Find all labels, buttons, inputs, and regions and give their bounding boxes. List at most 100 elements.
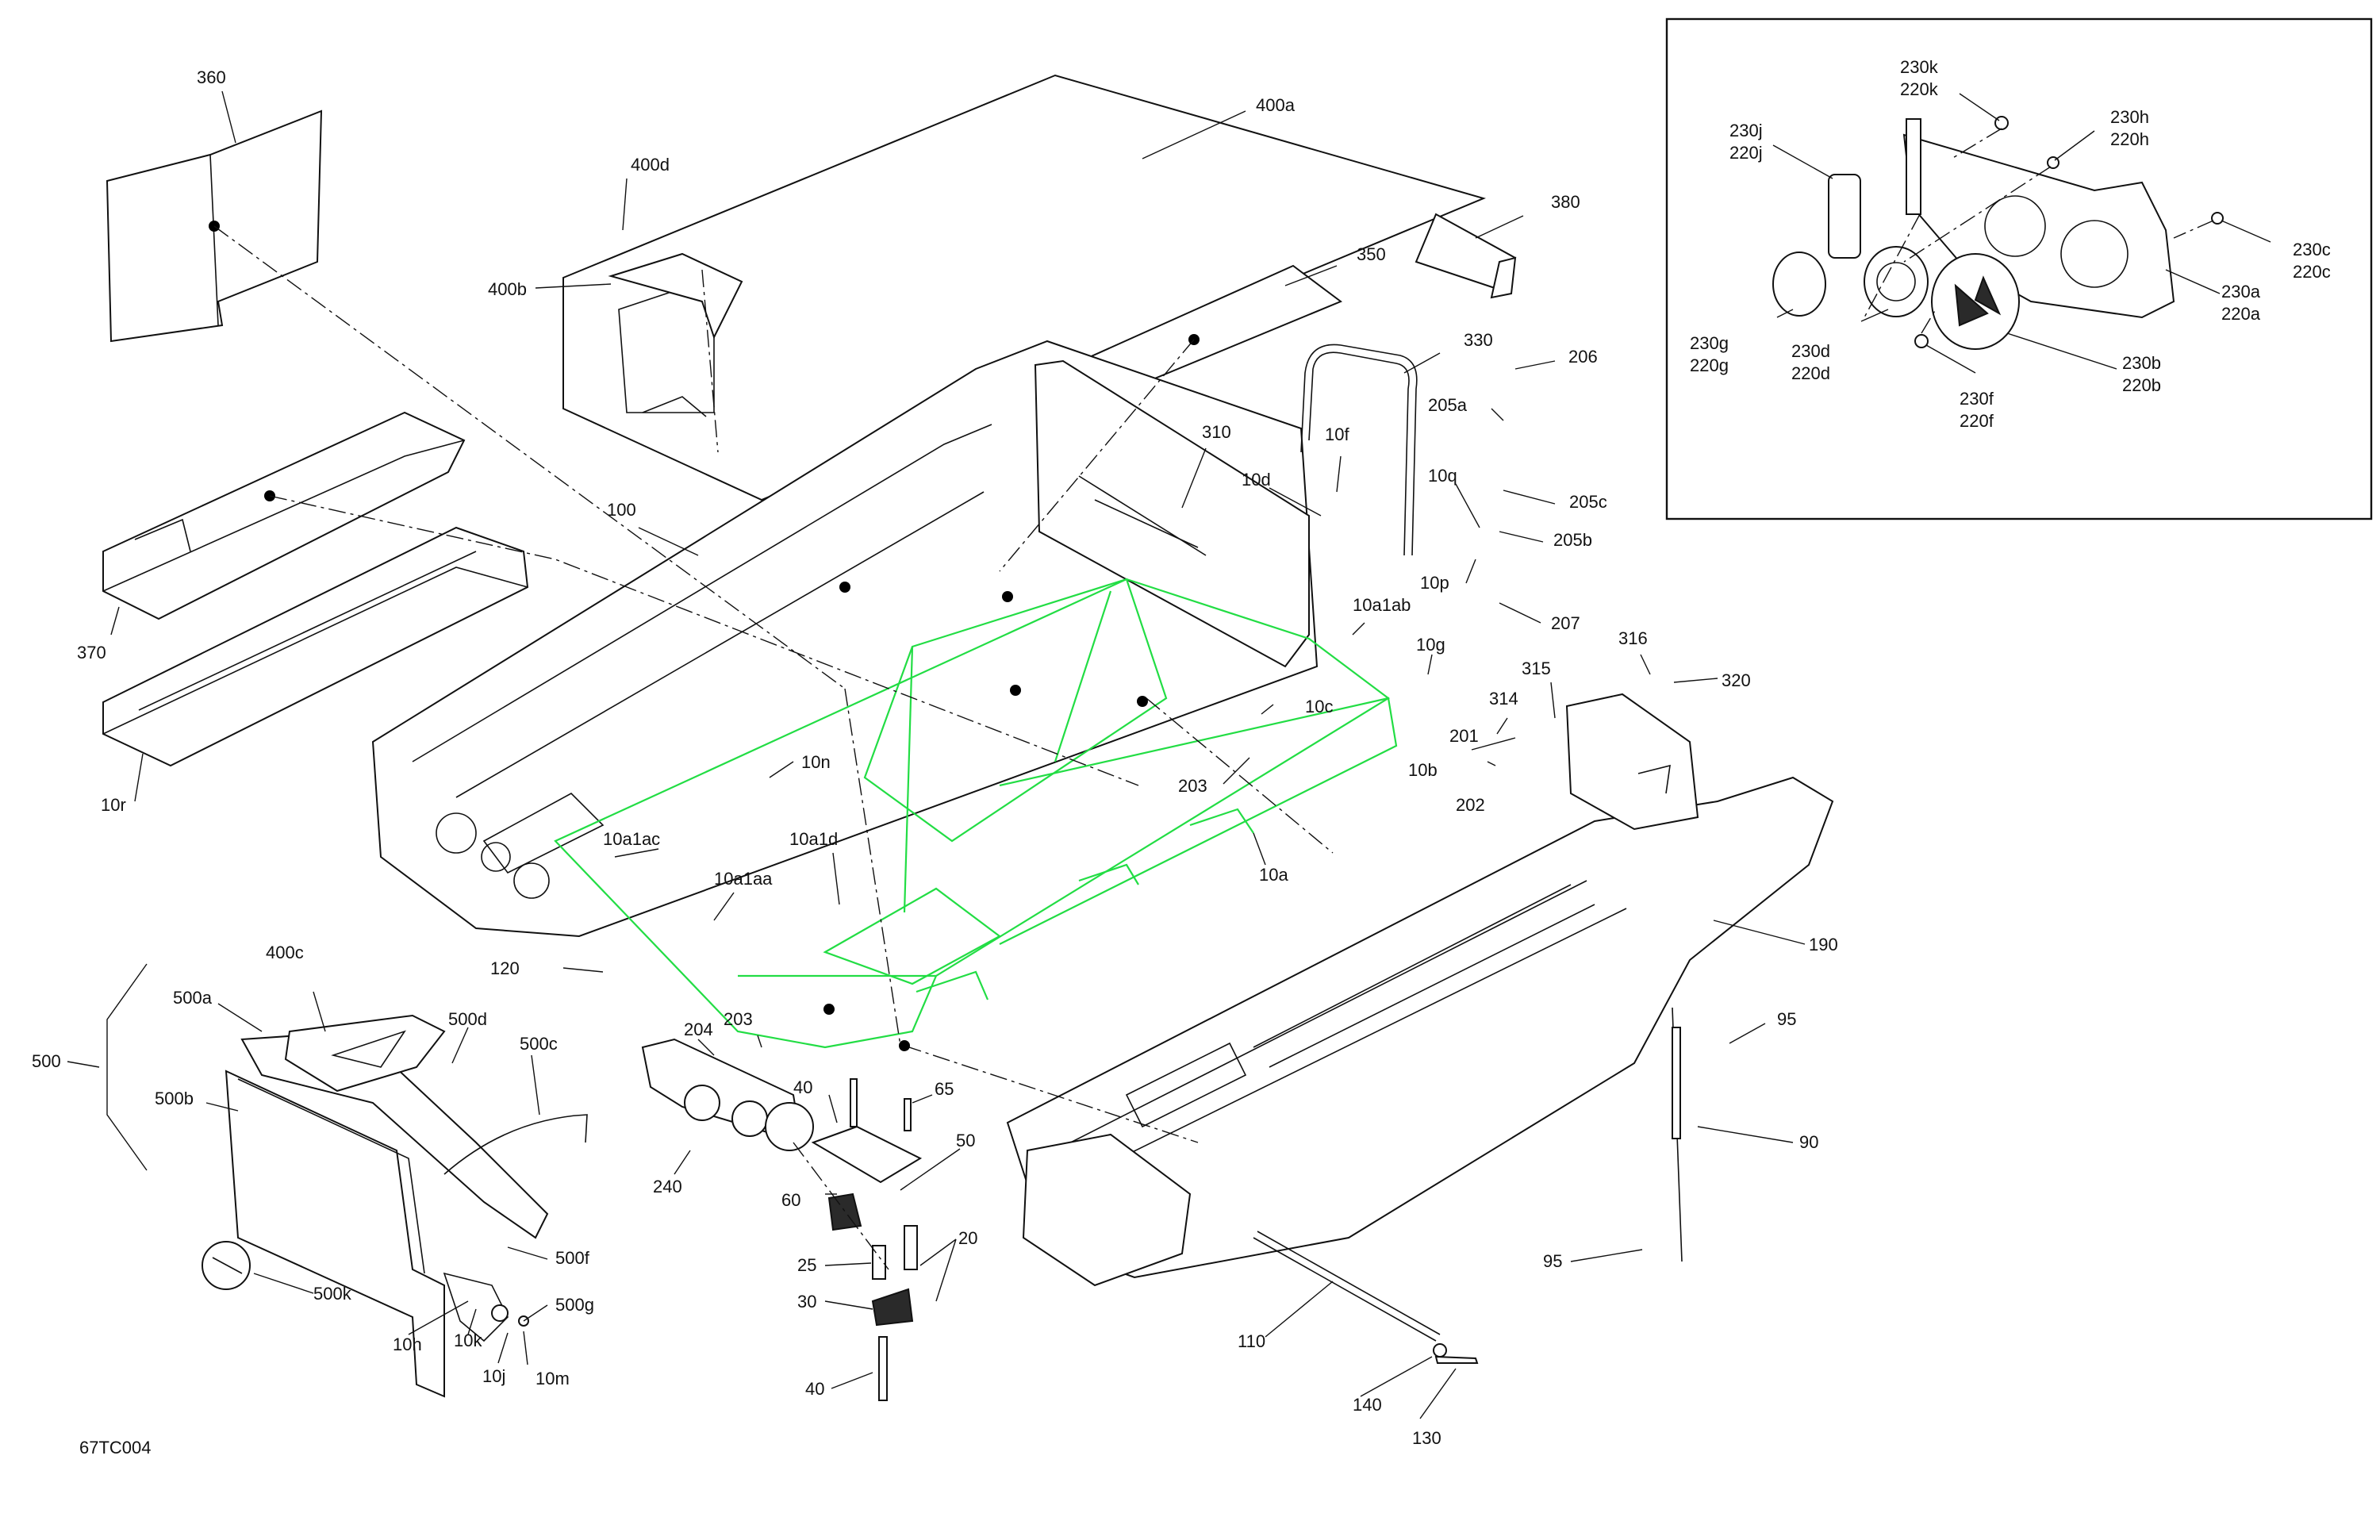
callout-314: 314 (1489, 689, 1518, 709)
callout-203: 203 (1178, 776, 1207, 796)
callout-190: 190 (1809, 935, 1838, 954)
callout-400c: 400c (266, 943, 304, 962)
callout-10m: 10m (536, 1369, 570, 1388)
callout-207: 207 (1551, 613, 1580, 633)
part-60-plate (811, 1125, 923, 1184)
callout-370: 370 (77, 643, 106, 662)
callout-100: 100 (607, 500, 636, 520)
callout-400d: 400d (631, 155, 670, 175)
lamp-assembly-inset (1772, 116, 2224, 350)
part-330-handle (1308, 351, 1410, 556)
callout-230h: 230h (2110, 107, 2149, 127)
callout-230k: 230k (1900, 57, 1939, 77)
part-40-bolt (878, 1336, 888, 1401)
callout-230g: 230g (1690, 333, 1729, 353)
callout-10j: 10j (482, 1366, 505, 1386)
callout-220a: 220a (2221, 304, 2261, 324)
callout-350: 350 (1357, 244, 1386, 264)
callout-320: 320 (1722, 670, 1751, 690)
callout-202: 202 (1456, 795, 1485, 815)
callout-10f: 10f (1325, 424, 1349, 444)
callout-220j: 220j (1729, 143, 1763, 163)
callout-220h: 220h (2110, 129, 2149, 149)
callout-500a: 500a (173, 988, 213, 1008)
callout-10p: 10p (1420, 573, 1449, 593)
part-25-spacer (872, 1245, 886, 1280)
callout-201: 201 (1449, 726, 1479, 746)
callout-316: 316 (1618, 628, 1648, 648)
callout-220g: 220g (1690, 355, 1729, 375)
inset-frame (1665, 17, 2373, 520)
callout-10a1ab: 10a1ab (1353, 595, 1411, 615)
callout-30: 30 (797, 1292, 816, 1311)
callout-206: 206 (1568, 347, 1598, 367)
callout-310: 310 (1202, 422, 1231, 442)
callout-230f: 230f (1960, 389, 1994, 409)
callout-315: 315 (1522, 659, 1551, 678)
callout-40-upper: 40 (793, 1077, 812, 1097)
callout-400a: 400a (1256, 95, 1296, 115)
callout-10c: 10c (1305, 697, 1333, 716)
callout-500d: 500d (448, 1009, 487, 1029)
callout-10a1d: 10a1d (789, 829, 838, 849)
callout-90: 90 (1799, 1132, 1818, 1152)
callout-500k: 500k (313, 1284, 352, 1304)
callout-10k: 10k (454, 1331, 482, 1350)
callout-500g: 500g (555, 1295, 594, 1315)
callout-25: 25 (797, 1255, 816, 1275)
callout-220b: 220b (2122, 375, 2161, 395)
part-130-pin (1434, 1355, 1479, 1364)
callout-380: 380 (1551, 192, 1580, 212)
callout-10q: 10q (1428, 466, 1457, 486)
part-500c-cable (443, 1114, 588, 1175)
callout-500: 500 (32, 1051, 61, 1071)
callout-220k: 220k (1900, 79, 1939, 99)
callout-205b: 205b (1553, 530, 1592, 550)
part-315-upright (1565, 693, 1699, 831)
callout-360: 360 (197, 67, 226, 87)
callout-10b: 10b (1408, 760, 1438, 780)
part-140-washer (1433, 1343, 1447, 1358)
part-500b-plate (225, 1070, 445, 1398)
callout-10a1ac: 10a1ac (603, 829, 660, 849)
callout-110: 110 (1238, 1331, 1265, 1351)
callout-230c: 230c (2293, 240, 2331, 259)
callout-203-lower: 203 (724, 1009, 753, 1029)
callout-40-lower: 40 (805, 1379, 824, 1399)
callout-230a: 230a (2221, 282, 2261, 301)
figure-code: 67TC004 (79, 1438, 152, 1457)
callout-60: 60 (781, 1190, 800, 1210)
callout-220d: 220d (1791, 363, 1830, 383)
callout-10g: 10g (1416, 635, 1445, 655)
callout-10h: 10h (393, 1335, 422, 1354)
callout-95-upper: 95 (1777, 1009, 1796, 1029)
callout-65: 65 (935, 1079, 954, 1099)
callout-230b: 230b (2122, 353, 2161, 373)
callout-10n: 10n (801, 752, 831, 772)
callout-220c: 220c (2293, 262, 2331, 282)
callout-220f: 220f (1960, 411, 1994, 431)
part-400c-bracket (284, 1014, 446, 1093)
part-50-latch (827, 1192, 862, 1231)
part-400b-bracket (608, 252, 743, 340)
callout-95-lower: 95 (1543, 1251, 1562, 1271)
callout-500b: 500b (155, 1089, 194, 1108)
callout-500c: 500c (520, 1034, 558, 1054)
part-30-bracket (871, 1288, 914, 1327)
callout-500f: 500f (555, 1248, 590, 1268)
callout-140: 140 (1353, 1395, 1382, 1415)
callout-230d: 230d (1791, 341, 1830, 361)
callout-240: 240 (653, 1177, 682, 1196)
callout-10a: 10a (1259, 865, 1288, 885)
callout-205c: 205c (1569, 492, 1607, 512)
callout-10a1aa: 10a1aa (714, 869, 773, 889)
callout-50: 50 (956, 1131, 975, 1150)
callout-10d: 10d (1242, 470, 1271, 490)
callout-120: 120 (490, 958, 520, 978)
callout-400b: 400b (488, 279, 527, 299)
callout-130: 130 (1412, 1428, 1441, 1448)
part-310-tailgate (1034, 359, 1310, 668)
callout-20: 20 (958, 1228, 977, 1248)
callout-230j: 230j (1729, 121, 1763, 140)
